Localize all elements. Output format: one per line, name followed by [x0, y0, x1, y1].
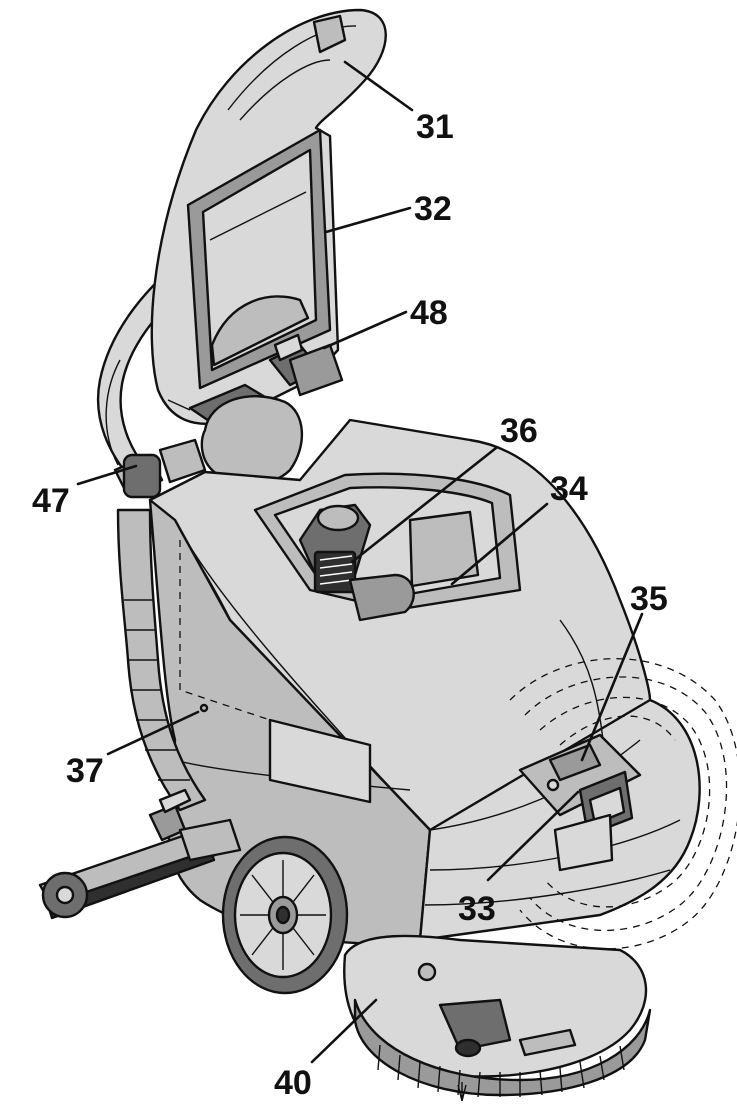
- callout-36: 36: [500, 412, 538, 450]
- callout-34: 34: [550, 470, 588, 508]
- callout-32: 32: [414, 190, 452, 228]
- hinge-area: [158, 333, 344, 486]
- leader-34: [450, 502, 549, 586]
- leader-36: [350, 446, 498, 564]
- solution-tank-opening: [253, 472, 522, 622]
- callout-leaders: [76, 60, 644, 1064]
- recovery-tank-lid: [150, 8, 387, 425]
- brush-deck: [343, 934, 652, 1098]
- callout-37: 37: [66, 752, 104, 790]
- callout-35: 35: [630, 580, 668, 618]
- callout-labels: 31 32 48 36 34 47 35 37 33 40: [32, 108, 668, 1102]
- rear-wheel: [221, 835, 349, 995]
- leader-40: [310, 998, 378, 1064]
- squeegee: [38, 788, 242, 920]
- callout-33: 33: [458, 890, 496, 928]
- callout-40: 40: [274, 1064, 312, 1101]
- leader-48: [322, 310, 408, 350]
- callout-48: 48: [410, 294, 448, 332]
- leader-32: [324, 206, 412, 234]
- leader-33: [486, 790, 580, 882]
- bottom-marker: [457, 1082, 467, 1102]
- control-panel: [518, 733, 642, 872]
- leader-37: [106, 710, 200, 756]
- recovery-hose: [116, 508, 271, 812]
- leader-31: [343, 60, 414, 112]
- callout-31: 31: [416, 108, 454, 146]
- callout-47: 47: [32, 482, 70, 520]
- leader-47: [76, 464, 138, 486]
- leader-35: [580, 612, 644, 762]
- brush-outline-dashed: [509, 658, 737, 950]
